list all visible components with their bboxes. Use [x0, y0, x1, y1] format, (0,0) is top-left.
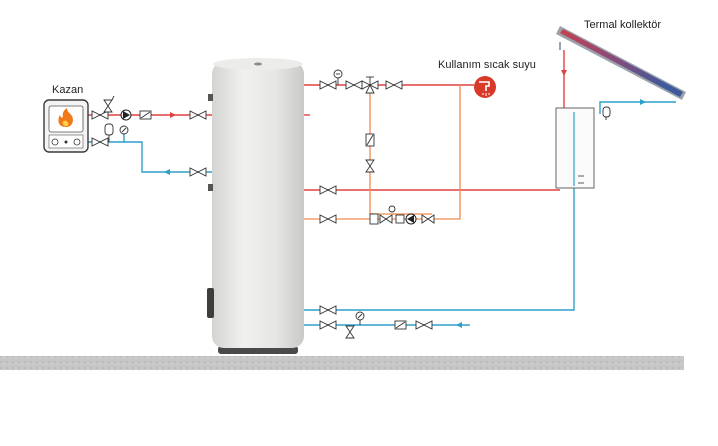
cold-pipes	[88, 101, 676, 326]
dial-icon	[64, 140, 68, 144]
gauge-icon	[388, 205, 396, 213]
flow-arrows	[164, 70, 646, 328]
pump-icon	[405, 213, 417, 225]
filters	[139, 110, 579, 330]
valve-icon	[379, 214, 393, 224]
valve-icon	[319, 185, 337, 195]
expansion-vessels	[104, 106, 611, 142]
safety-valve-icon	[103, 95, 115, 113]
valve-icon	[319, 320, 337, 330]
ground	[0, 356, 684, 370]
dial-icon	[51, 138, 59, 146]
valve-icon	[91, 137, 109, 147]
hot-pipes	[88, 50, 565, 191]
pump-icon	[120, 109, 132, 121]
valve-icon	[345, 325, 355, 339]
filter-icon	[369, 213, 379, 225]
valve-icon	[189, 167, 207, 177]
boiler-label: Kazan	[52, 84, 84, 96]
instruments	[119, 69, 590, 325]
solar-collector	[556, 26, 686, 100]
mixing-valve-icon	[361, 76, 379, 94]
collector-label: Termal kollektör	[584, 19, 662, 31]
thermometer-icon	[333, 69, 343, 85]
valve-icon	[385, 80, 403, 90]
valve-icon	[319, 214, 337, 224]
hot-water-label: Kullanım sıcak suyu	[438, 59, 536, 71]
boiler	[43, 99, 89, 153]
solar-loop-pipes	[304, 85, 461, 220]
check-valve-icon	[395, 214, 405, 224]
valve-icon	[365, 159, 375, 173]
gauge-icon	[119, 125, 129, 135]
valve-icon	[319, 80, 337, 90]
pumps	[120, 109, 580, 225]
valves	[91, 80, 579, 339]
expansion-vessel-icon	[104, 123, 114, 142]
valve-icon	[319, 305, 337, 315]
expansion-vessel-icon	[602, 106, 611, 120]
valve-icon	[415, 320, 433, 330]
valve-icon	[421, 214, 435, 224]
flame-icon	[58, 108, 73, 127]
shower-icon	[474, 76, 496, 98]
dial-icon	[73, 138, 81, 146]
valve-icon	[189, 110, 207, 120]
storage-tank	[207, 58, 304, 354]
solar-pump-station	[555, 107, 595, 189]
gauge-icon	[355, 311, 365, 325]
valve-icon	[91, 110, 109, 120]
valve-icon	[345, 80, 363, 90]
